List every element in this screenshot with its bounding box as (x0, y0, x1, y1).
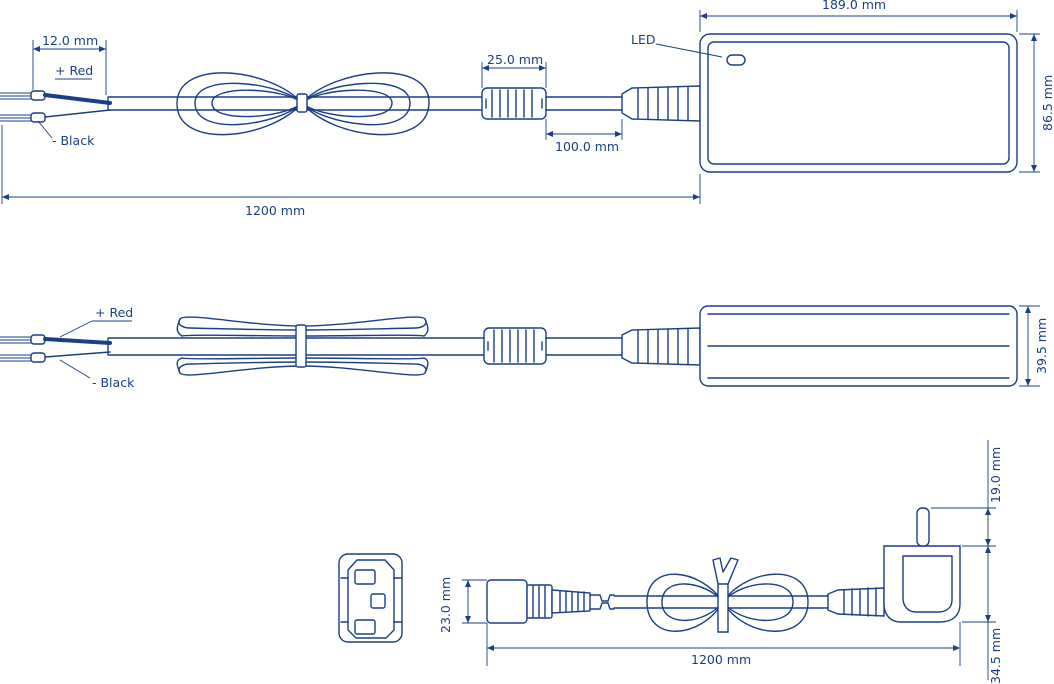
connector-height-label: 23.0 mm (438, 577, 453, 633)
adapter-body-top (699, 33, 1018, 173)
black-wire-label-side: - Black (92, 375, 135, 390)
dc-cable-segment (545, 96, 623, 111)
ferrite-length-label: 25.0 mm (487, 52, 543, 67)
ac-cable-length-label: 1200 mm (691, 652, 751, 667)
ferrite-distance-label: 100.0 mm (555, 139, 619, 154)
top-view: LED 12.0 mm + Red - Black 25.0 mm 100.0 … (0, 0, 1054, 218)
black-wire (44, 109, 111, 118)
schuko-plug (827, 507, 961, 623)
dc-cable-segment-side (545, 337, 623, 356)
ferrite-core-side (483, 327, 547, 365)
led-label: LED (631, 32, 656, 47)
body-width-label: 86.5 mm (1040, 75, 1054, 131)
cable-coil (176, 72, 430, 136)
stripped-wire-ends-side (0, 334, 46, 363)
side-view: + Red - Black 39.5 mm (0, 305, 1049, 390)
iec-connector-side (486, 579, 615, 624)
body-height-label: 39.5 mm (1034, 318, 1049, 374)
led-indicator (726, 54, 746, 66)
plug-body-height-label: 34.5 mm (988, 628, 1003, 684)
led-leader (655, 43, 723, 58)
power-cord-view: 23.0 mm 19.0 mm 34.5 mm 1200 mm (338, 440, 1003, 684)
ferrite-core (481, 87, 547, 120)
strain-relief (621, 85, 701, 122)
cable-coil-side (176, 316, 429, 376)
plug-pin-length-label: 19.0 mm (988, 447, 1003, 503)
plug-pin (916, 507, 930, 547)
strip-length-label: 12.0 mm (42, 33, 98, 48)
black-wire-label: - Black (52, 133, 95, 148)
cable-length-label: 1200 mm (245, 203, 305, 218)
red-wire-label: + Red (55, 63, 93, 78)
iec-c13-connector-face (338, 553, 403, 643)
ac-cable-coil (646, 557, 809, 633)
red-wire (43, 93, 112, 105)
red-wire-label-side: + Red (95, 305, 133, 320)
strain-relief-side (621, 327, 701, 366)
stripped-wire-ends (0, 90, 46, 123)
body-length-label: 189.0 mm (822, 0, 886, 12)
red-wire-side (43, 337, 112, 345)
adapter-body-side (699, 305, 1018, 387)
black-wire-side (44, 351, 111, 358)
